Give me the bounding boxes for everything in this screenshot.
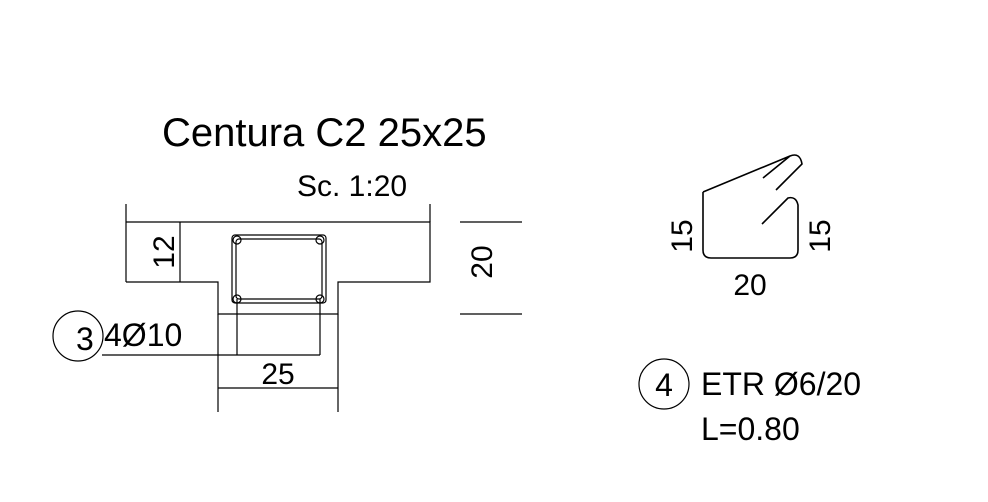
stirrup-mark-circle [638,358,690,410]
rebar-mark-number: 3 [76,321,94,357]
section-scale: Sc. 1:20 [297,170,407,203]
rebar-callout: 3 4Ø10 [52,299,321,362]
stirrup-callout: 4 ETR Ø6/20 L=0.80 [638,358,861,447]
rebar-mark-circle [52,310,104,362]
stirrup-length: L=0.80 [701,411,800,447]
stirrup-width: 20 [733,269,766,302]
stirrup-leg-left: 15 [666,219,699,252]
section-title: Centura C2 25x25 [162,111,487,155]
dimension-beam-width: 25 [217,314,339,412]
rebar-top-right [315,235,325,245]
stirrup-mark-number: 4 [655,367,673,403]
stirrup-shape: 15 15 20 [666,154,837,302]
dimension-slab-thickness: 12 [148,222,181,282]
stirrup-in-section [231,234,327,304]
stirrup-leg-right: 15 [804,219,837,252]
slab-thickness-label: 12 [148,235,181,268]
beam-width-label: 25 [261,358,294,391]
rebar-top-left [232,235,242,245]
beam-height-label: 20 [466,245,499,278]
dimension-beam-height: 20 [460,221,522,315]
rebar-spec: 4Ø10 [104,317,182,353]
concrete-outline [125,204,431,315]
stirrup-spec: ETR Ø6/20 [701,366,861,402]
